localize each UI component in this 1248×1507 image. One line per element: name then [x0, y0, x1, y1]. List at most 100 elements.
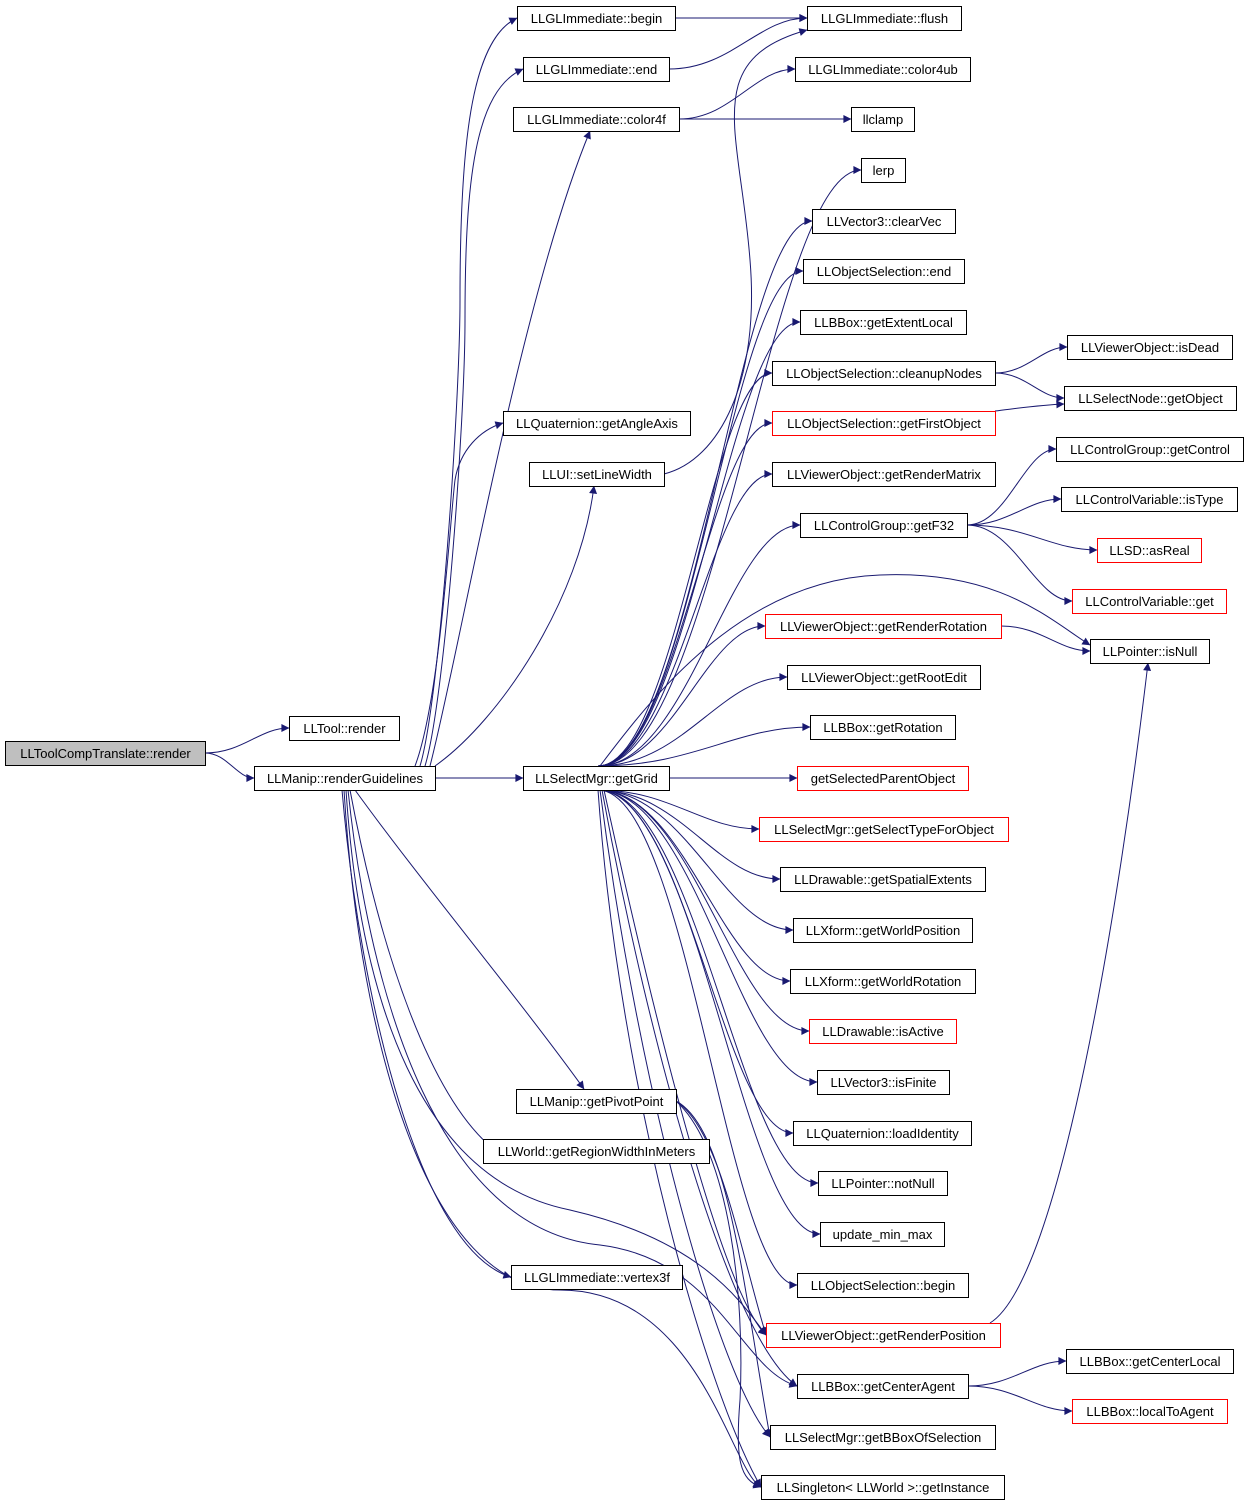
node-box: [770, 1425, 996, 1450]
node-label: LLObjectSelection::begin: [811, 1278, 956, 1293]
node-singleton[interactable]: LLSingleton< LLWorld >::getInstance: [761, 1475, 1005, 1500]
node-label: LLSelectMgr::getGrid: [535, 771, 658, 786]
node-label: LLBBox::getCenterLocal: [1080, 1354, 1221, 1369]
edge-renderGuidelines-to-quat_angleaxis: [414, 421, 504, 767]
node-box: [529, 462, 665, 487]
node-label: LLViewerObject::getRenderRotation: [780, 619, 987, 634]
node-isfinite[interactable]: LLVector3::isFinite: [817, 1070, 950, 1095]
node-seltype[interactable]: LLSelectMgr::getSelectTypeForObject: [759, 817, 1009, 842]
node-rendermatrix[interactable]: LLViewerObject::getRenderMatrix: [772, 462, 996, 487]
node-box: [1072, 589, 1227, 614]
node-box: [812, 209, 956, 234]
node-cleanupnodes[interactable]: LLObjectSelection::cleanupNodes: [772, 361, 996, 386]
node-label: LLQuaternion::getAngleAxis: [516, 416, 678, 431]
node-label: LLObjectSelection::cleanupNodes: [786, 366, 982, 381]
node-label: LLViewerObject::getRootEdit: [801, 670, 967, 685]
node-loadidentity[interactable]: LLQuaternion::loadIdentity: [793, 1121, 972, 1146]
node-gl_end[interactable]: LLGLImmediate::end: [523, 57, 670, 82]
node-box: [790, 969, 976, 994]
node-bbox_rotation[interactable]: LLBBox::getRotation: [810, 715, 956, 740]
node-notnull[interactable]: LLPointer::notNull: [818, 1171, 948, 1196]
node-box: [809, 1019, 957, 1044]
edge-root-to-renderGuidelines: [204, 752, 255, 782]
node-ctrlvar_get[interactable]: LLControlVariable::get: [1072, 589, 1227, 614]
node-box: [517, 6, 676, 31]
node-box: [793, 918, 973, 943]
node-renderGuidelines[interactable]: LLManip::renderGuidelines: [254, 766, 436, 791]
node-lerp[interactable]: lerp: [861, 158, 906, 183]
node-isactive[interactable]: LLDrawable::isActive: [809, 1019, 957, 1044]
node-tool_render[interactable]: LLTool::render: [289, 716, 400, 741]
node-bboxofsel[interactable]: LLSelectMgr::getBBoxOfSelection: [770, 1425, 996, 1450]
node-selparent[interactable]: getSelectedParentObject: [797, 766, 969, 791]
node-vertex3f[interactable]: LLGLImmediate::vertex3f: [511, 1265, 683, 1290]
node-getcontrol[interactable]: LLControlGroup::getControl: [1056, 437, 1244, 462]
node-label: LLManip::renderGuidelines: [267, 771, 424, 786]
node-label: LLDrawable::getSpatialExtents: [794, 872, 972, 887]
node-firstobject[interactable]: LLObjectSelection::getFirstObject: [772, 411, 996, 436]
edge-pivot-to-bboxofsel: [675, 1100, 773, 1438]
edge-firstobject-to-selnode_getobject: [994, 400, 1065, 412]
edge-renderGuidelines-to-singleton: [343, 789, 762, 1488]
node-ui_setlinewidth[interactable]: LLUI::setLineWidth: [529, 462, 665, 487]
node-box: [766, 1323, 1001, 1348]
edge-getGrid-to-objsel_begin: [597, 789, 798, 1289]
edge-getGrid-to-worldpos: [597, 789, 794, 934]
node-objsel_end[interactable]: LLObjectSelection::end: [803, 259, 965, 284]
edge-getGrid-to-cleanupnodes: [597, 369, 773, 767]
edge-getf32-to-getcontrol: [966, 445, 1057, 526]
node-gl_color4ub[interactable]: LLGLImmediate::color4ub: [795, 57, 971, 82]
edge-renderGuidelines-to-centeragent: [347, 789, 798, 1388]
node-llclamp[interactable]: llclamp: [851, 107, 915, 132]
node-pivot[interactable]: LLManip::getPivotPoint: [516, 1089, 677, 1114]
node-isdead[interactable]: LLViewerObject::isDead: [1067, 335, 1233, 360]
node-getf32[interactable]: LLControlGroup::getF32: [800, 513, 968, 538]
edge-getGrid-to-seltype: [597, 789, 760, 833]
node-label: LLGLImmediate::color4f: [527, 112, 666, 127]
node-worldpos[interactable]: LLXform::getWorldPosition: [793, 918, 973, 943]
edge-getf32-to-istype: [966, 495, 1062, 526]
node-label: LLVector3::isFinite: [831, 1075, 937, 1090]
node-label: LLToolCompTranslate::render: [20, 746, 191, 761]
node-regionwidth[interactable]: LLWorld::getRegionWidthInMeters: [483, 1139, 710, 1164]
edge-getGrid-to-renderrotation: [597, 622, 766, 767]
node-gl_flush[interactable]: LLGLImmediate::flush: [807, 6, 962, 31]
node-label: LLGLImmediate::begin: [531, 11, 663, 26]
node-asreal[interactable]: LLSD::asReal: [1097, 538, 1202, 563]
node-getGrid[interactable]: LLSelectMgr::getGrid: [523, 766, 670, 791]
call-nodes: LLToolCompTranslate::render LLTool::rende…: [5, 6, 1244, 1500]
node-selnode_getobject[interactable]: LLSelectNode::getObject: [1064, 386, 1237, 411]
node-isnull[interactable]: LLPointer::isNull: [1090, 639, 1210, 664]
edge-getGrid-to-renderposition: [603, 789, 767, 1336]
node-box: [861, 158, 906, 183]
node-bbox_extentlocal[interactable]: LLBBox::getExtentLocal: [800, 310, 967, 335]
node-objsel_begin[interactable]: LLObjectSelection::begin: [797, 1273, 969, 1298]
node-root[interactable]: LLToolCompTranslate::render: [5, 741, 206, 766]
node-istype[interactable]: LLControlVariable::isType: [1061, 487, 1238, 512]
node-box: [5, 741, 206, 766]
edge-getf32-to-ctrlvar_get: [966, 524, 1073, 605]
node-centerlocal[interactable]: LLBBox::getCenterLocal: [1066, 1349, 1234, 1374]
node-renderposition[interactable]: LLViewerObject::getRenderPosition: [766, 1323, 1001, 1348]
node-box: [483, 1139, 710, 1164]
edge-root-to-tool_render: [204, 724, 290, 754]
node-rootedit[interactable]: LLViewerObject::getRootEdit: [787, 665, 981, 690]
node-quat_angleaxis[interactable]: LLQuaternion::getAngleAxis: [503, 411, 691, 436]
edge-pivot-to-renderposition: [675, 1100, 768, 1336]
node-centeragent[interactable]: LLBBox::getCenterAgent: [797, 1374, 969, 1399]
node-label: LLControlVariable::get: [1085, 594, 1214, 609]
node-renderrotation[interactable]: LLViewerObject::getRenderRotation: [765, 614, 1002, 639]
node-label: LLDrawable::isActive: [822, 1024, 943, 1039]
node-gl_begin[interactable]: LLGLImmediate::begin: [517, 6, 676, 31]
node-spatialextents[interactable]: LLDrawable::getSpatialExtents: [780, 867, 986, 892]
node-localtoagent[interactable]: LLBBox::localToAgent: [1072, 1399, 1228, 1424]
edge-getGrid-to-rendermatrix: [597, 470, 773, 767]
node-gl_color4f[interactable]: LLGLImmediate::color4f: [513, 107, 680, 132]
node-clearvec[interactable]: LLVector3::clearVec: [812, 209, 956, 234]
node-updateminmax[interactable]: update_min_max: [820, 1222, 945, 1247]
node-label: LLControlGroup::getF32: [814, 518, 954, 533]
node-worldrot[interactable]: LLXform::getWorldRotation: [790, 969, 976, 994]
node-label: getSelectedParentObject: [811, 771, 956, 786]
edge-getGrid-to-firstobject: [597, 419, 773, 767]
edge-ui_setlinewidth-to-gl_flush: [663, 28, 808, 475]
